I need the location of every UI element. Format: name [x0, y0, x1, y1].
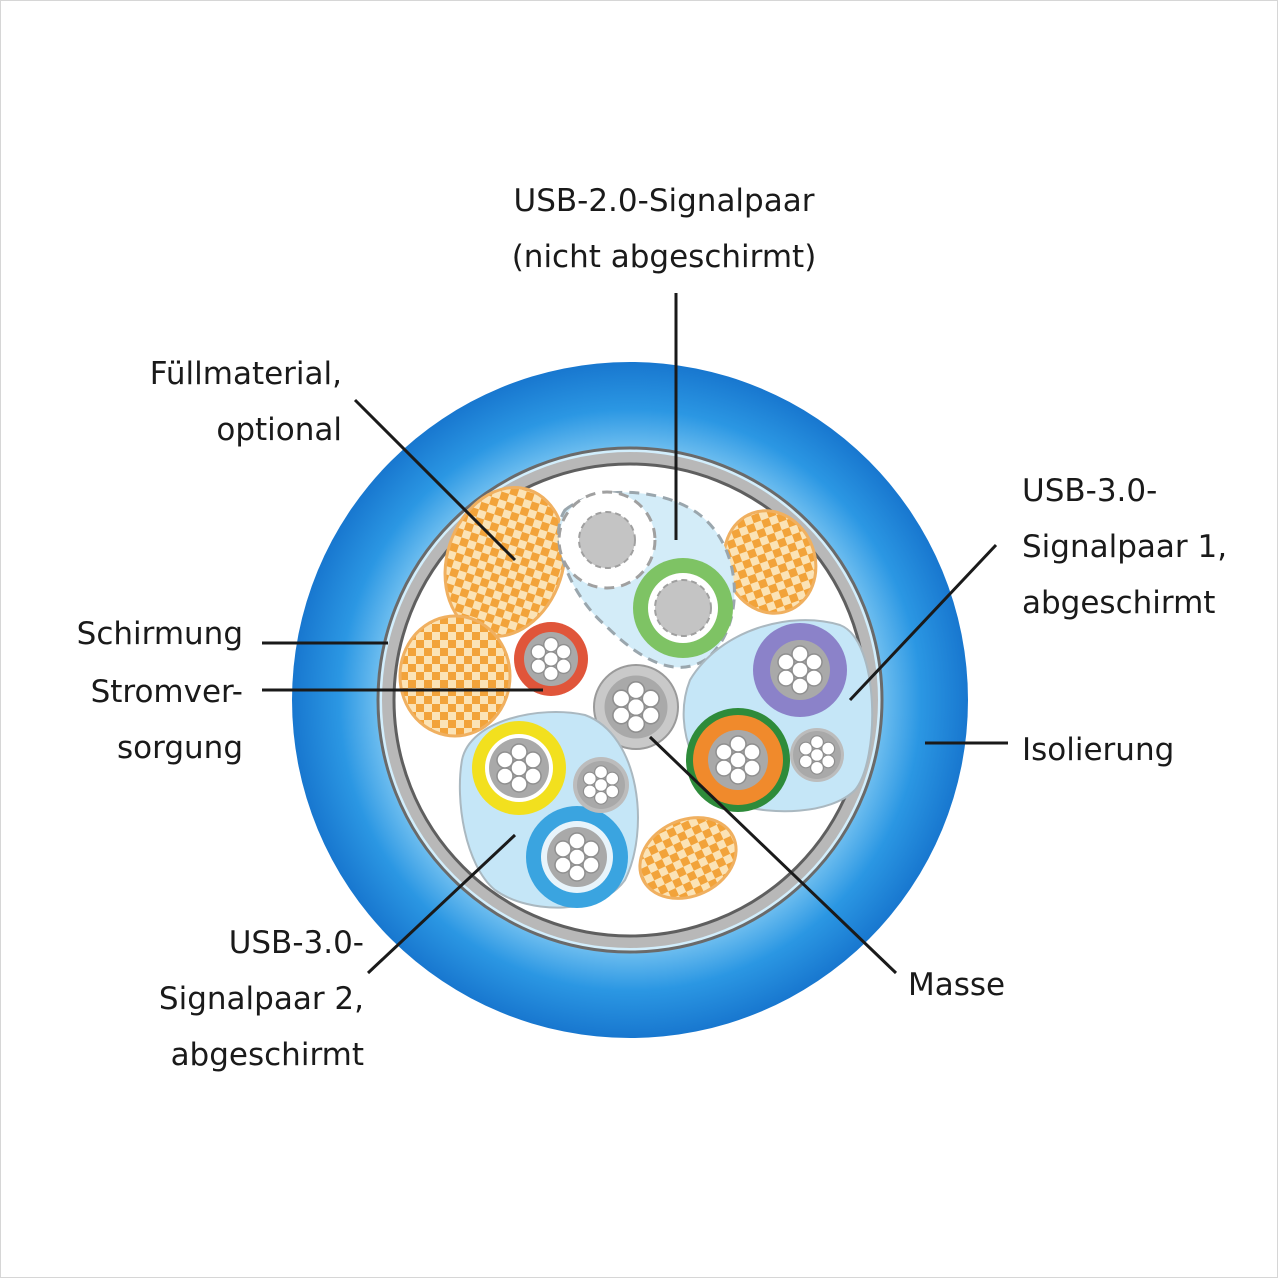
label-usb30-pair2-line1: USB-3.0- — [229, 925, 364, 961]
label-usb20-line1: USB-2.0-Signalpaar — [514, 183, 815, 219]
label-usb30-pair2-line3: abgeschirmt — [171, 1037, 364, 1073]
filler-element-2 — [398, 614, 512, 738]
label-usb30-pair1-line2: Signalpaar 1, — [1022, 529, 1227, 565]
leader-filler — [353, 398, 517, 562]
label-ground: Masse — [908, 967, 1005, 1003]
filler-element-4 — [638, 816, 738, 900]
ground-conductor — [593, 664, 679, 750]
label-usb30-pair2-line2: Signalpaar 2, — [159, 981, 364, 1017]
usb30-signal-pair-1 — [682, 619, 874, 813]
usb20-signal-pair — [557, 490, 736, 669]
label-filler-line1: Füllmaterial, — [150, 356, 342, 392]
leader-usb30-pair2 — [366, 833, 517, 975]
label-usb30-pair1-line3: abgeschirmt — [1022, 585, 1215, 621]
label-filler-line2: optional — [216, 412, 342, 448]
label-usb30-pair1-line1: USB-3.0- — [1022, 473, 1157, 509]
power-conductor — [514, 622, 588, 696]
label-shield: Schirmung — [77, 616, 243, 652]
leader-usb30-pair1 — [848, 543, 998, 702]
label-insulation: Isolierung — [1022, 732, 1174, 768]
label-power-line1: Stromver- — [91, 674, 243, 710]
leader-ground — [648, 735, 898, 975]
usb30-signal-pair-2 — [458, 711, 639, 909]
label-usb20-line2: (nicht abgeschirmt) — [512, 239, 817, 275]
label-power-line2: sorgung — [117, 730, 243, 766]
